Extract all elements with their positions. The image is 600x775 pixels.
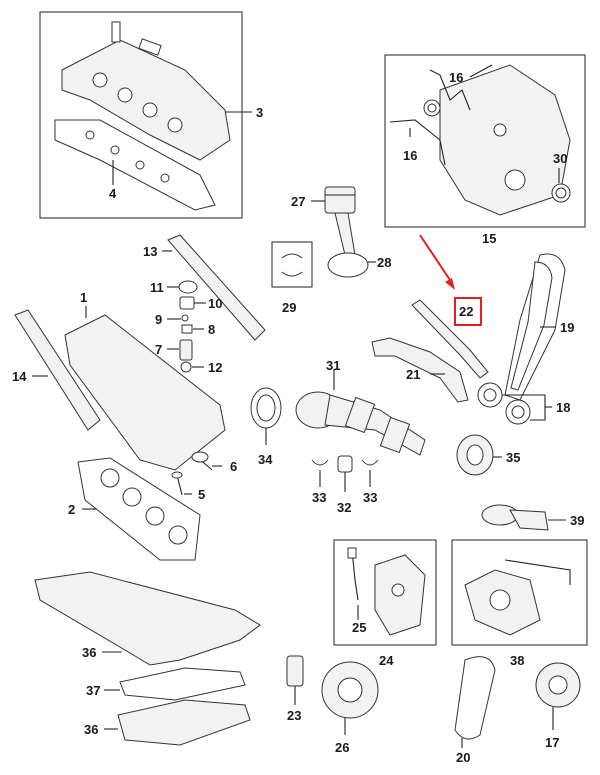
callout-16-upper: 16 (449, 70, 463, 85)
crankshaft[interactable] (295, 391, 426, 456)
callout-36-upper: 36 (82, 645, 96, 660)
callout-25: 25 (352, 620, 366, 635)
callout-33-left: 33 (312, 490, 326, 505)
intake-camshaft[interactable] (167, 234, 266, 341)
rear-main-seal[interactable] (250, 387, 282, 429)
valve-spring-retainer[interactable] (179, 296, 195, 310)
valve-stem-seal[interactable] (180, 361, 192, 373)
callout-23: 23 (287, 708, 301, 723)
callout-34: 34 (258, 452, 273, 467)
water-pump-tube[interactable] (504, 559, 571, 585)
connecting-rod[interactable] (327, 212, 369, 278)
timing-cover-gasket-lower[interactable] (389, 119, 446, 166)
valve-spring-seat[interactable] (181, 324, 193, 334)
callout-29: 29 (282, 300, 296, 315)
callout-39: 39 (570, 513, 584, 528)
valve-keeper[interactable] (181, 314, 189, 322)
valve-cover-gasket[interactable] (54, 119, 216, 211)
timing-cover[interactable] (439, 64, 571, 216)
oil-pan-gasket[interactable] (119, 667, 246, 701)
timing-chain-tensioner-guide[interactable] (411, 299, 489, 379)
callout-18: 18 (556, 400, 570, 415)
callout-1: 1 (80, 290, 87, 305)
valve-cover[interactable] (61, 21, 231, 161)
callout-27: 27 (291, 194, 305, 209)
rod-bearings[interactable] (281, 253, 303, 277)
cylinder-head-gasket[interactable] (77, 457, 201, 561)
belt-tensioner[interactable] (481, 504, 549, 531)
highlight-arrow (419, 234, 453, 284)
callout-2: 2 (68, 502, 75, 517)
timing-cover-box (384, 54, 586, 228)
callout-12: 12 (208, 360, 222, 375)
callout-17: 17 (545, 735, 559, 750)
lower-oil-pan[interactable] (117, 699, 251, 746)
callout-16-lower: 16 (403, 148, 417, 163)
callout-21: 21 (406, 367, 420, 382)
callout-38: 38 (510, 653, 524, 668)
callout-19: 19 (560, 320, 574, 335)
callout-22: 22 (459, 304, 473, 319)
callout-22-highlight-box (454, 297, 482, 326)
callout-10: 10 (208, 296, 222, 311)
callout-6: 6 (230, 459, 237, 474)
callout-37: 37 (86, 683, 100, 698)
callout-26: 26 (335, 740, 349, 755)
camshaft-sprocket-right[interactable] (505, 399, 531, 425)
main-bearing-center[interactable] (337, 455, 353, 473)
callout-31: 31 (326, 358, 340, 373)
timing-cover-gasket-upper[interactable] (429, 69, 471, 111)
callout-3: 3 (256, 105, 263, 120)
crankshaft-damper[interactable] (535, 662, 581, 708)
callout-11: 11 (150, 280, 164, 295)
camshaft-sprocket-left[interactable] (477, 382, 503, 408)
accessory-belt[interactable] (454, 656, 496, 740)
valve-spring[interactable] (179, 339, 193, 361)
oil-pump-box (333, 539, 437, 646)
piston[interactable] (324, 186, 356, 214)
valve-cover-box (39, 11, 243, 219)
main-bearing-left[interactable] (311, 459, 329, 466)
oil-pump[interactable] (374, 554, 426, 636)
callout-5: 5 (198, 487, 205, 502)
exhaust-valve[interactable] (171, 471, 183, 496)
intake-valve[interactable] (191, 451, 213, 471)
main-bearing-right[interactable] (361, 459, 379, 466)
water-pump-box (451, 539, 588, 646)
callout-32: 32 (337, 500, 351, 515)
exhaust-camshaft[interactable] (14, 309, 101, 431)
callout-13: 13 (143, 244, 157, 259)
crankshaft-pulley[interactable] (456, 434, 494, 476)
upper-oil-pan[interactable] (34, 571, 261, 666)
callout-28: 28 (377, 255, 391, 270)
oil-pump-pickup[interactable] (347, 547, 359, 601)
oil-filter-adapter[interactable] (286, 655, 304, 687)
water-pump[interactable] (464, 569, 541, 636)
timing-chain-inner (510, 261, 553, 391)
callout-36-lower: 36 (84, 722, 98, 737)
rod-bearing-box (271, 241, 313, 288)
callout-35: 35 (506, 450, 520, 465)
callout-9: 9 (155, 312, 162, 327)
callout-30: 30 (553, 151, 567, 166)
vvt-actuator[interactable] (321, 661, 379, 719)
cylinder-head[interactable] (64, 314, 226, 471)
callout-8: 8 (208, 322, 215, 337)
callout-4: 4 (109, 186, 117, 201)
timing-chain-guide[interactable] (371, 337, 469, 403)
callout-15: 15 (482, 231, 496, 246)
callout-7: 7 (155, 342, 162, 357)
timing-cover-seal-right[interactable] (551, 183, 571, 203)
callout-33-right: 33 (363, 490, 377, 505)
callout-14: 14 (12, 369, 27, 384)
callout-20: 20 (456, 750, 470, 765)
highlight-arrow-head (445, 278, 455, 290)
timing-cover-seal-left[interactable] (423, 99, 441, 117)
valve-lifter[interactable] (178, 280, 198, 294)
callout-24: 24 (379, 653, 394, 668)
